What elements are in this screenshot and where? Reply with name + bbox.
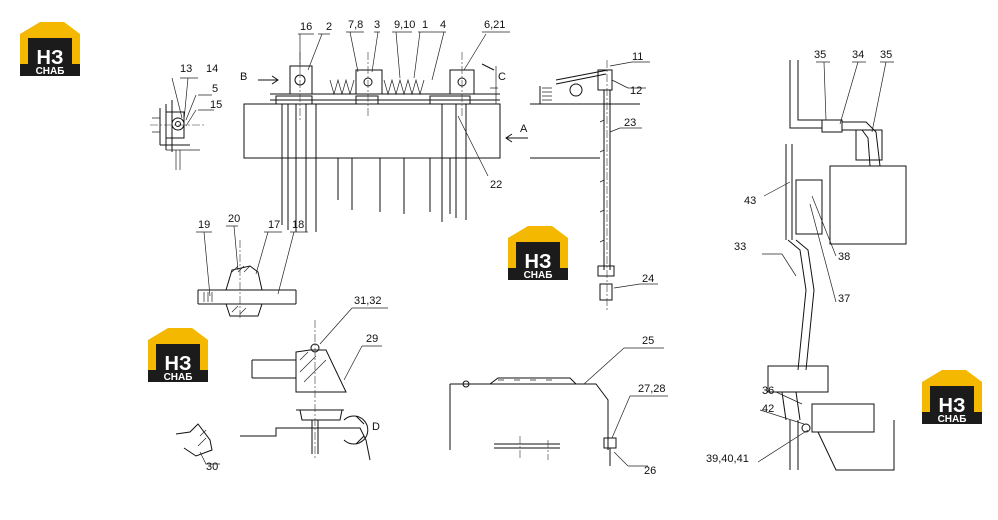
callout-26: 26 — [644, 465, 656, 477]
view-label-c: C — [498, 71, 506, 83]
callout-42: 42 — [762, 403, 774, 415]
callout-4: 4 — [440, 19, 446, 31]
cone-component: D 31,32 29 30 — [175, 295, 388, 473]
logo-mark: НЗ — [939, 395, 966, 417]
callout-17: 17 — [268, 219, 280, 231]
callout-25: 25 — [642, 335, 654, 347]
callout-43: 43 — [744, 195, 756, 207]
view-label-b: B — [240, 71, 247, 83]
callout-35-left: 35 — [814, 49, 826, 61]
callout-30: 30 — [206, 461, 218, 473]
detail-side-view: 13 14 5 15 — [150, 63, 222, 170]
view-label-d: D — [372, 421, 380, 433]
callout-1: 1 — [422, 19, 428, 31]
hose-assembly: 35 34 35 43 38 37 33 36 42 39,40,41 — [706, 49, 907, 471]
logo-left-middle: НЗ СНАБ — [148, 328, 208, 383]
callout-39-40-41: 39,40,41 — [706, 453, 749, 465]
logo-right: НЗ СНАБ — [922, 370, 982, 425]
callout-29: 29 — [366, 333, 378, 345]
callout-18: 18 — [292, 219, 304, 231]
callout-11: 11 — [632, 51, 643, 63]
main-spring-assembly: B A C 16 2 7,8 3 9,10 1 4 6,21 22 — [240, 19, 528, 232]
logo-mark: НЗ — [525, 251, 552, 273]
callout-35-right: 35 — [880, 49, 892, 61]
logo-mark: НЗ — [37, 47, 64, 69]
callout-24: 24 — [642, 273, 654, 285]
pipe-section: 19 20 17 18 — [196, 213, 308, 320]
callout-16: 16 — [300, 21, 312, 33]
callout-6-21: 6,21 — [484, 19, 505, 31]
logo-word: СНАБ — [524, 270, 553, 281]
callout-19: 19 — [198, 219, 210, 231]
logo-mark: НЗ — [165, 353, 192, 375]
logo-top-left: НЗ СНАБ — [20, 22, 80, 77]
callout-20: 20 — [228, 213, 240, 225]
callout-27-28: 27,28 — [638, 383, 666, 395]
callout-5: 5 — [212, 83, 218, 95]
tank-cover: 25 27,28 26 — [449, 335, 668, 477]
callout-31-32: 31,32 — [354, 295, 382, 307]
callout-34: 34 — [852, 49, 864, 61]
callout-2: 2 — [326, 21, 332, 33]
logo-word: СНАБ — [36, 66, 65, 77]
logo-word: СНАБ — [164, 372, 193, 383]
logo-word: СНАБ — [938, 414, 967, 425]
callout-13: 13 — [180, 63, 192, 75]
callout-12: 12 — [630, 85, 642, 97]
rod-assembly: 11 12 23 24 — [530, 51, 658, 312]
callout-33: 33 — [734, 241, 746, 253]
callout-38: 38 — [838, 251, 850, 263]
callout-22: 22 — [490, 179, 502, 191]
view-label-a: A — [520, 123, 528, 135]
callout-3: 3 — [374, 19, 380, 31]
logo-center: НЗ СНАБ — [508, 226, 568, 281]
callout-9-10: 9,10 — [394, 19, 415, 31]
callout-36: 36 — [762, 385, 774, 397]
callout-14: 14 — [206, 63, 218, 75]
callout-7-8: 7,8 — [348, 19, 363, 31]
callout-15: 15 — [210, 99, 222, 111]
callout-23: 23 — [624, 117, 636, 129]
callout-37: 37 — [838, 293, 850, 305]
